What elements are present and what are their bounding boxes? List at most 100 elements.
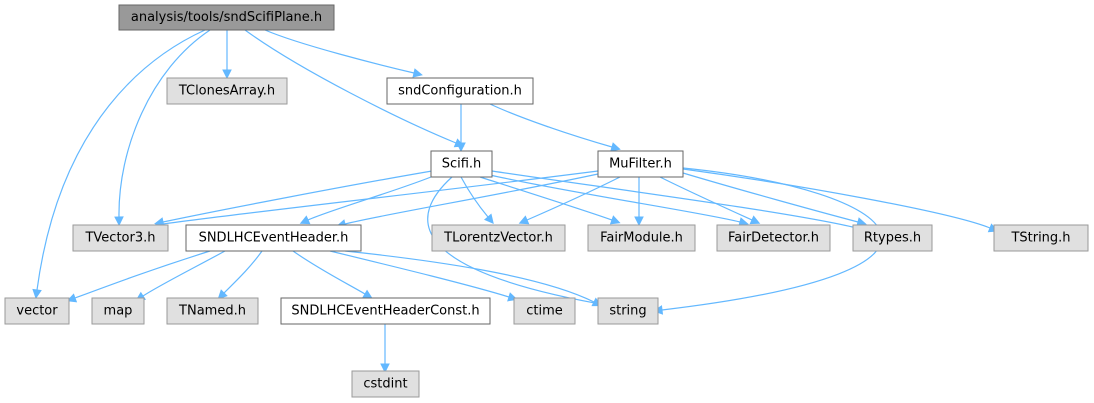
edge-line (162, 170, 599, 225)
node-box (431, 224, 566, 252)
node-string: string (597, 297, 659, 325)
node-label: Scifi.h (442, 157, 482, 172)
node-box (91, 297, 145, 325)
edge-mufilter-to-sndheader (336, 173, 599, 229)
edge-arrowhead (749, 215, 761, 225)
node-box (716, 224, 831, 252)
edge-mufilter-to-fairmodule (634, 176, 644, 227)
node-label: TVector3.h (84, 231, 155, 246)
node-root[interactable]: analysis/tools/sndScifiPlane.h (118, 4, 335, 31)
node-fairmodule: FairModule.h (587, 224, 696, 252)
node-box (118, 4, 335, 31)
edge-line (292, 250, 366, 295)
edge-arrowhead (217, 289, 228, 300)
node-label: FairModule.h (600, 231, 683, 246)
edge-mufilter-to-rtypes (682, 172, 867, 227)
node-sndconf[interactable]: sndConfiguration.h (386, 77, 534, 105)
node-mufilter[interactable]: MuFilter.h (597, 150, 684, 178)
node-box (513, 297, 576, 325)
node-box (993, 224, 1089, 252)
node-map: map (91, 297, 145, 325)
edge-arrowhead (362, 289, 373, 299)
node-tnamed: TNamed.h (166, 297, 259, 325)
edge-sndconf-to-scifi (456, 104, 466, 153)
edge-line (682, 172, 859, 223)
edge-mufilter-to-fairdetector (659, 176, 761, 225)
edge-mufilter-to-tlorentz (518, 176, 621, 225)
node-label: ctime (526, 304, 563, 319)
edge-line (74, 250, 211, 299)
edge-line (329, 250, 510, 298)
edge-arrowhead (610, 142, 621, 152)
node-label: analysis/tools/sndScifiPlane.h (131, 10, 322, 25)
edge-arrowhead (299, 215, 311, 225)
edge-arrowhead (222, 69, 232, 80)
edge-line (162, 170, 433, 223)
node-rtypes: Rtypes.h (852, 224, 933, 252)
node-box (597, 150, 684, 178)
node-box (166, 297, 259, 325)
edge-arrowhead (609, 215, 621, 225)
node-tlorentz: TLorentzVector.h (431, 224, 566, 252)
edge-line (479, 176, 613, 221)
edge-line (142, 250, 226, 297)
node-label: TString.h (1010, 231, 1070, 246)
edge-scifi-to-fairmodule (479, 176, 621, 225)
node-vector: vector (4, 297, 70, 325)
node-label: TNamed.h (178, 304, 246, 319)
edge-sndconst-to-cstdint (380, 324, 390, 374)
node-box (280, 297, 491, 325)
node-label: SNDLHCEventHeaderConst.h (291, 304, 479, 319)
node-label: vector (16, 304, 58, 319)
edge-line (223, 250, 263, 294)
node-tstring: TString.h (993, 224, 1089, 252)
edge-sndheader-to-tnamed (217, 250, 263, 300)
node-label: cstdint (363, 377, 407, 392)
node-box (587, 224, 696, 252)
edge-line (36, 29, 206, 291)
edge-line (344, 173, 599, 225)
edge-sndheader-to-vector (66, 250, 211, 303)
edge-line (489, 174, 741, 223)
edge-line (489, 103, 613, 148)
node-label: map (104, 304, 133, 319)
node-label: sndConfiguration.h (398, 84, 522, 99)
node-box (351, 370, 420, 398)
node-label: TLorentzVector.h (443, 231, 553, 246)
edge-scifi-to-tlorentz (460, 176, 494, 225)
edge-line (244, 29, 457, 144)
node-sndconst[interactable]: SNDLHCEventHeaderConst.h (280, 297, 491, 325)
node-box (4, 297, 70, 325)
edge-line (526, 176, 621, 221)
edge-arrowhead (483, 213, 494, 225)
edge-mufilter-to-tstring (682, 168, 999, 233)
edge-arrowhead (66, 293, 78, 303)
edge-scifi-to-tvector3 (154, 170, 433, 227)
edge-line (344, 250, 595, 303)
node-label: string (609, 304, 646, 319)
edge-sndheader-to-string (344, 250, 603, 307)
edge-line (491, 170, 858, 229)
node-sndheader[interactable]: SNDLHCEventHeader.h (185, 224, 362, 252)
edge-root-to-sndconf (264, 29, 423, 78)
node-box (386, 77, 534, 105)
edge-arrowhead (412, 68, 423, 78)
node-label: Rtypes.h (864, 231, 921, 246)
edge-root-to-tclones (222, 29, 232, 80)
edge-line (682, 168, 991, 229)
edge-arrowhead (32, 288, 42, 300)
node-ctime: ctime (513, 297, 576, 325)
node-scifi[interactable]: Scifi.h (430, 150, 493, 178)
edge-line (460, 176, 489, 218)
edge-mufilter-to-tvector3 (153, 170, 599, 229)
node-label: MuFilter.h (609, 157, 672, 172)
node-cstdint: cstdint (351, 370, 420, 398)
node-box (166, 77, 288, 105)
node-box (430, 150, 493, 178)
node-box (185, 224, 362, 252)
node-box (597, 297, 659, 325)
edge-arrowhead (456, 142, 466, 153)
edge-arrowhead (518, 215, 530, 225)
edge-scifi-to-rtypes (491, 170, 866, 233)
